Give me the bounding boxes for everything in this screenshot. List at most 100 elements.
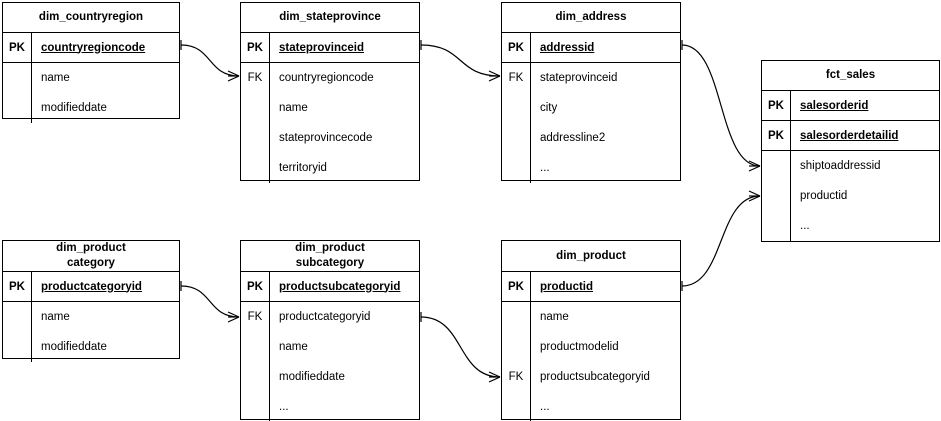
attribute-name: name <box>41 311 70 323</box>
attribute-row[interactable]: FK stateprovinceid <box>502 63 680 93</box>
attribute-name: productid <box>800 190 848 202</box>
attribute-row[interactable]: ... <box>762 211 939 241</box>
crowsfoot-prong <box>488 376 501 383</box>
attribute-name: ... <box>800 220 810 232</box>
attribute-name: countryregioncode <box>41 41 146 54</box>
entity-title-line: dim_product <box>56 242 126 255</box>
attribute-row[interactable]: PK addressid <box>502 33 680 63</box>
attribute-row[interactable]: stateprovincecode <box>241 123 419 153</box>
crowsfoot-prong <box>748 190 761 197</box>
attribute-name: ... <box>540 162 550 174</box>
crowsfoot-prong <box>488 75 501 82</box>
attribute-name: shiptoaddressid <box>800 160 881 172</box>
fk-badge: FK <box>502 362 531 392</box>
attribute-row[interactable]: name <box>241 93 419 123</box>
attribute-name: productcategoryid <box>41 280 142 293</box>
attribute-row[interactable]: name <box>502 302 680 332</box>
pk-badge: PK <box>3 33 32 62</box>
attribute-row[interactable]: name <box>3 302 179 332</box>
key-cell-empty <box>762 211 791 241</box>
entity-title-line: subcategory <box>295 257 365 269</box>
attribute-name: name <box>279 102 308 114</box>
attribute-row[interactable]: productid <box>762 181 939 211</box>
attribute-name: stateprovinceid <box>540 72 618 84</box>
fk-badge: FK <box>502 63 531 93</box>
attribute-row[interactable]: addressline2 <box>502 123 680 153</box>
attribute-row[interactable]: shiptoaddressid <box>762 151 939 181</box>
relationship-countryregion-to-stateprovince[interactable] <box>180 40 240 82</box>
relationship-line <box>681 195 761 287</box>
key-cell-empty <box>3 93 32 123</box>
entity-title-line: dim_product <box>556 249 626 262</box>
attribute-name: addressid <box>540 41 595 54</box>
pk-badge: PK <box>502 33 531 62</box>
attribute-name: countryregioncode <box>279 72 374 84</box>
crowsfoot-prong <box>488 70 501 77</box>
attribute-row[interactable]: PK countryregioncode <box>3 33 179 63</box>
attribute-name: city <box>540 102 558 114</box>
attribute-name: ... <box>279 401 289 413</box>
key-cell-empty <box>241 123 270 153</box>
attribute-name: modifieddate <box>41 102 107 114</box>
key-cell-empty <box>241 362 270 392</box>
key-cell-empty <box>762 181 791 211</box>
key-cell-empty <box>502 332 531 362</box>
key-cell-empty <box>241 392 270 421</box>
attribute-row[interactable]: PK productcategoryid <box>3 272 179 302</box>
relationship-productcategory-to-subcategory[interactable] <box>180 281 240 323</box>
attribute-row[interactable]: FK productsubcategoryid <box>502 362 680 392</box>
attribute-row[interactable]: modifieddate <box>3 332 179 362</box>
key-cell-empty <box>762 151 791 181</box>
attribute-row[interactable]: ... <box>502 392 680 421</box>
attribute-row[interactable]: ... <box>241 392 419 421</box>
entity-title-fct_sales: fct_sales <box>762 61 939 91</box>
pk-badge: PK <box>3 272 32 301</box>
attribute-name: territoryid <box>279 162 327 174</box>
entity-title-dim_product: dim_product <box>502 241 680 272</box>
relationship-line <box>180 285 240 318</box>
attribute-row[interactable]: name <box>241 332 419 362</box>
attribute-row[interactable]: modifieddate <box>241 362 419 392</box>
key-cell-empty <box>241 153 270 183</box>
crowsfoot-prong <box>748 165 761 172</box>
relationship-stateprovince-to-address[interactable] <box>420 40 501 82</box>
key-cell-empty <box>502 302 531 332</box>
attribute-row[interactable]: productmodelid <box>502 332 680 362</box>
attribute-row[interactable]: city <box>502 93 680 123</box>
relationship-product-to-fctsales[interactable] <box>681 190 761 291</box>
pk-badge: PK <box>241 33 270 62</box>
attribute-name: productsubcategoryid <box>540 371 650 383</box>
attribute-name: addressline2 <box>540 132 606 144</box>
attribute-row[interactable]: territoryid <box>241 153 419 183</box>
attribute-name: name <box>540 311 569 323</box>
entity-title-dim_stateprovince: dim_stateprovince <box>241 3 419 33</box>
relationship-line <box>420 316 501 378</box>
attribute-row[interactable]: ... <box>502 153 680 183</box>
entity-title-line: fct_sales <box>825 69 876 82</box>
relationship-address-to-fctsales[interactable] <box>681 40 761 172</box>
attribute-name: modifieddate <box>279 371 345 383</box>
key-cell-empty <box>3 332 32 362</box>
relationship-line <box>681 44 761 167</box>
relationship-subcategory-to-product[interactable] <box>420 312 501 383</box>
attribute-row[interactable]: modifieddate <box>3 93 179 123</box>
key-cell-empty <box>241 93 270 123</box>
attribute-row[interactable]: name <box>3 63 179 93</box>
attribute-name: productcategoryid <box>279 311 371 323</box>
